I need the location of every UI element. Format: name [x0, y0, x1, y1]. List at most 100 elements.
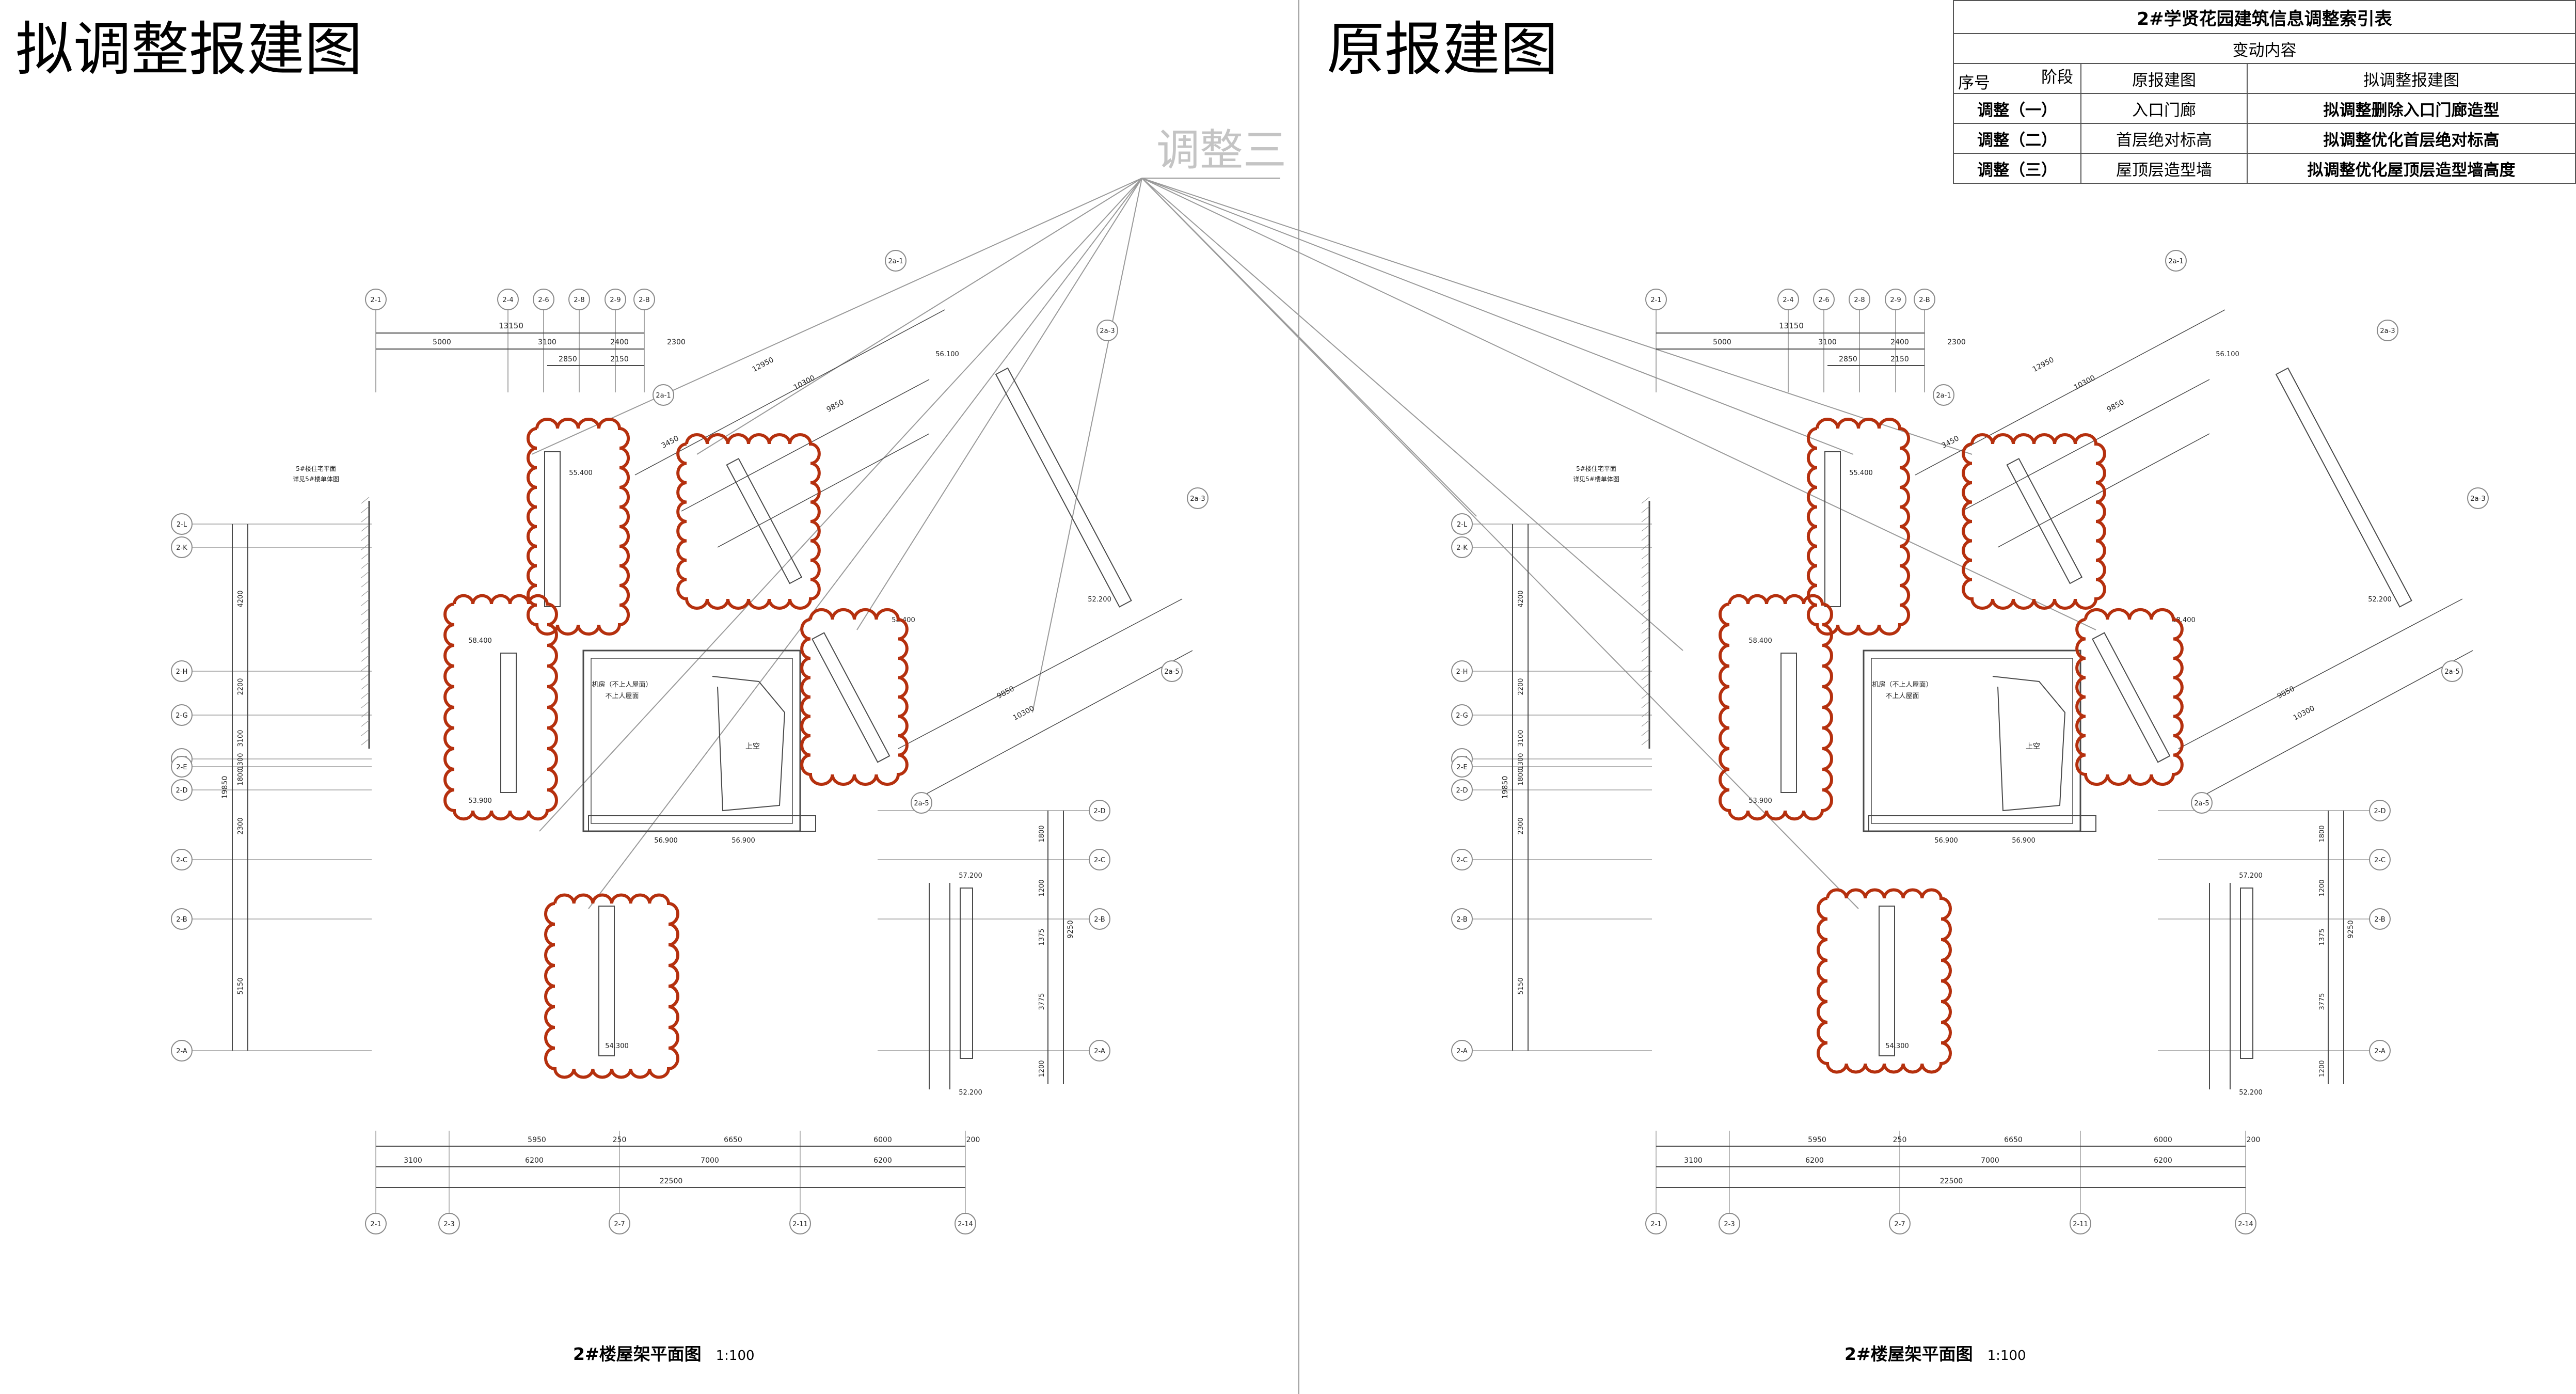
- row-proposed: 拟调整优化首层绝对标高: [2247, 123, 2576, 154]
- dim-text: 2300: [1517, 817, 1525, 834]
- frame-member-right: [960, 888, 973, 1059]
- hatch-line: [1641, 692, 1650, 699]
- rotated-frame-group: [812, 632, 891, 763]
- diagonal-dim-line: [898, 598, 1183, 749]
- elevation-text: 53.900: [468, 797, 492, 805]
- axis-label: 2-9: [610, 296, 621, 304]
- hatch-line: [361, 664, 370, 671]
- axis-bubble: [2441, 660, 2463, 682]
- dim-text: 3100: [538, 338, 556, 346]
- hatch-line: [361, 515, 370, 522]
- diagonal-dim-line: [634, 309, 945, 476]
- frame-member-left: [500, 653, 517, 793]
- elevation-text: 56.900: [732, 837, 755, 845]
- hatch-line: [1641, 701, 1650, 708]
- axis-label: 2-1: [1650, 296, 1661, 304]
- dim-text: 10300: [1012, 704, 1036, 722]
- dim-text: 1375: [1038, 928, 1046, 945]
- dim-text: 6200: [2154, 1157, 2172, 1165]
- dim-text: 5000: [1713, 338, 1731, 346]
- frame-member-left: [1780, 653, 1797, 793]
- dim-text: 4200: [237, 590, 245, 607]
- index-table-col-no: 序号: [1958, 74, 1990, 92]
- axis-label: 2-H: [1456, 668, 1468, 676]
- axis-label: 2-B: [176, 916, 187, 924]
- dim-text: 1200: [1038, 1060, 1046, 1077]
- elevation-text: 58.400: [468, 637, 492, 645]
- revision-cloud-left: [1719, 594, 1833, 821]
- hatch-line: [1641, 655, 1650, 662]
- axis-label: 2-3: [1724, 1221, 1735, 1228]
- dim-text: 1200: [2318, 1060, 2326, 1077]
- axis-label: 2-B: [1094, 916, 1105, 924]
- dim-text: 1300: [237, 753, 245, 770]
- row-proposed: 拟调整优化屋顶层造型墙高度: [2247, 153, 2576, 184]
- row-original: 入口门廊: [2080, 93, 2248, 124]
- revision-cloud-lower: [544, 893, 679, 1079]
- dim-text: 2300: [667, 338, 686, 346]
- building-core: [582, 650, 801, 832]
- hatch-line: [1641, 673, 1650, 680]
- axis-bubble: [911, 792, 932, 814]
- axis-label: 2a-1: [2168, 258, 2183, 265]
- axis-label: 2-D: [2374, 807, 2386, 815]
- dim-text: 2300: [237, 817, 245, 834]
- hatch-line: [361, 599, 370, 606]
- dim-text: 6200: [525, 1157, 544, 1165]
- frame-member-rotated-c: [2092, 632, 2171, 763]
- dim-text: 13150: [499, 321, 523, 330]
- dim-text: 5150: [1517, 977, 1525, 994]
- elevation-text: 57.200: [2239, 872, 2263, 880]
- axis-label: 2-A: [2374, 1048, 2386, 1055]
- plan-title-text: 2#楼屋架平面图: [1844, 1344, 1973, 1364]
- dim-text: 2200: [1517, 678, 1525, 695]
- dim-text: 1300: [1517, 753, 1525, 770]
- heading-original: 原报建图: [1327, 16, 1558, 83]
- axis-label: 2-A: [1094, 1048, 1105, 1055]
- axis-label: 2-6: [538, 296, 549, 304]
- rotated-frame-group: [2275, 367, 2412, 608]
- axis-label: 2a-3: [2380, 327, 2395, 335]
- hatch-line: [361, 738, 370, 746]
- axis-bubble: [2165, 250, 2187, 272]
- row-original: 首层绝对标高: [2080, 123, 2248, 154]
- frame-member-upper-left: [1824, 451, 1841, 607]
- dim-text: 9250: [1067, 920, 1075, 939]
- dim-text: 200: [2247, 1136, 2261, 1144]
- axis-label: 2-14: [958, 1221, 973, 1228]
- row-proposed: 拟调整删除入口门廊造型: [2247, 93, 2576, 124]
- hatch-line: [361, 571, 370, 578]
- axis-label: 2a-3: [1190, 495, 1205, 503]
- axis-label: 2-C: [1456, 857, 1468, 864]
- stairwell-outline: [1992, 676, 2066, 812]
- axis-bubble: [1161, 660, 1183, 682]
- hatch-line: [361, 590, 370, 597]
- axis-label: 2-9: [1890, 296, 1901, 304]
- dim-text: 9250: [2347, 920, 2355, 939]
- dim-text: 3775: [1038, 993, 1046, 1010]
- hatch-line: [361, 552, 370, 560]
- revision-cloud-upper-left: [526, 418, 630, 636]
- revision-cloud-lower: [1817, 888, 1952, 1074]
- callout-tag: 调整三: [1156, 125, 1287, 176]
- diagonal-dim-line: [2178, 598, 2463, 749]
- hatch-line: [1641, 552, 1650, 560]
- diagonal-dim-line: [681, 379, 930, 512]
- note-text: 不上人屋面: [1885, 692, 1919, 700]
- dim-text: 1800: [1517, 768, 1525, 785]
- dim-text: 5950: [528, 1136, 546, 1144]
- axis-label: 2-A: [176, 1048, 187, 1055]
- revision-cloud-upper-mid: [676, 433, 821, 610]
- dim-text: 9850: [825, 398, 846, 414]
- axis-label: 2-G: [1456, 712, 1468, 720]
- hatch-line: [361, 525, 370, 532]
- hatch-line: [361, 497, 370, 504]
- dim-text: 1375: [2318, 928, 2326, 945]
- axis-label: 2a-3: [1100, 327, 1115, 335]
- note-text: 5#楼住宅平面: [1576, 465, 1616, 472]
- dim-text: 2850: [559, 355, 577, 363]
- axis-label: 2-D: [1456, 787, 1468, 795]
- axis-label: 2-L: [1457, 521, 1468, 529]
- hatch-line: [1641, 580, 1650, 588]
